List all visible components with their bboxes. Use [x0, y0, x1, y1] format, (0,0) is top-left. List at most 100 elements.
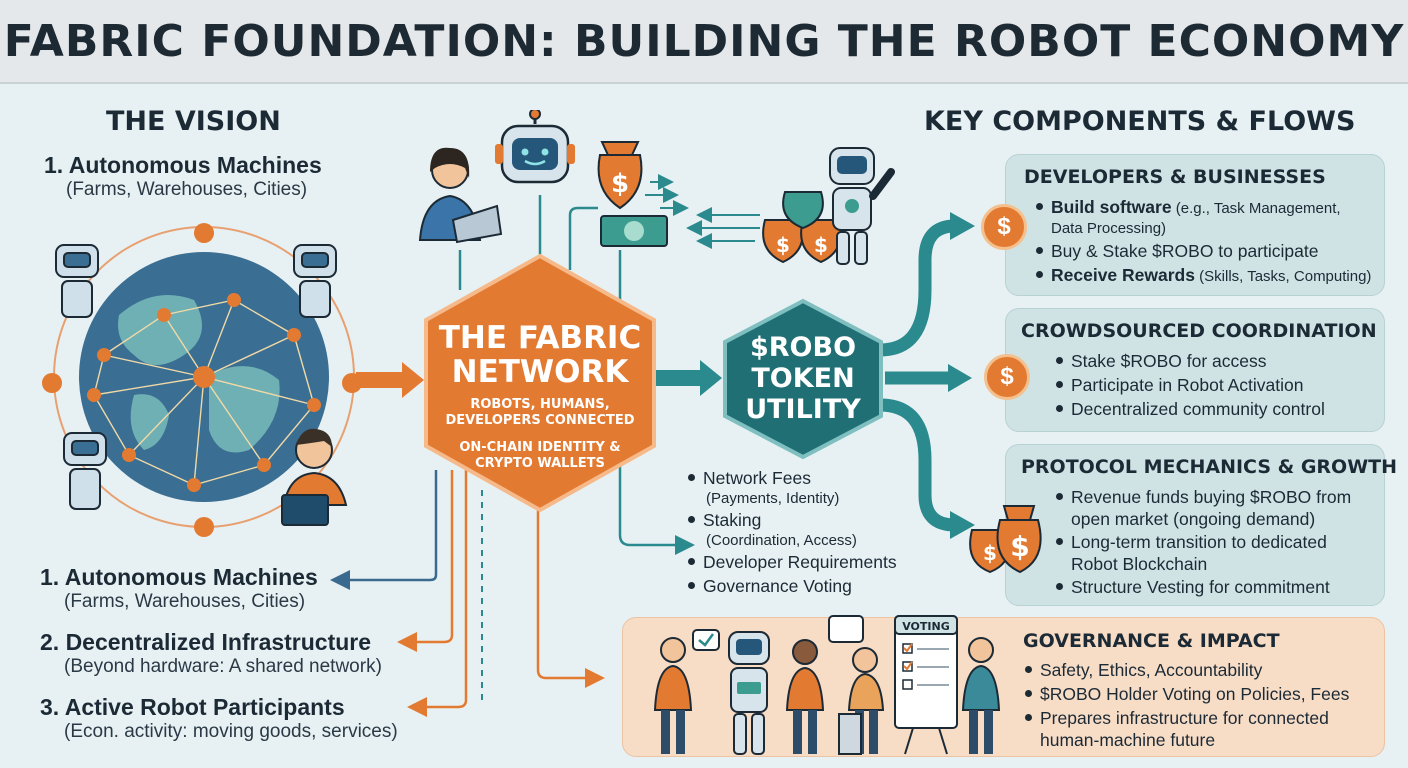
token-use-3: Developer Requirements: [688, 550, 897, 574]
token-line2: TOKEN: [751, 363, 854, 394]
protocol-bullet-1-cont: open market (ongoing demand): [1071, 509, 1316, 529]
protocol-card: PROTOCOL MECHANICS & GROWTH Revenue fund…: [1005, 444, 1397, 606]
governance-bullet-3-text: Prepares infrastructure for connected: [1040, 708, 1329, 728]
crowdsourced-bullet-3-text: Decentralized community control: [1071, 399, 1325, 419]
money-bags-icon: $ $: [762, 191, 842, 264]
crowdsourced-card: CROWDSOURCED COORDINATION Stake $ROBO fo…: [1005, 308, 1385, 432]
money-bag-symbol-1: $: [776, 233, 790, 257]
money-bag-icon: $: [597, 141, 643, 210]
token-use-2-subtitle: (Coordination, Access): [706, 532, 857, 549]
vision-item-2: 2. Decentralized Infrastructure (Beyond …: [40, 629, 382, 678]
money-bag-symbol-2: $: [814, 233, 828, 257]
governance-bullet-1: Safety, Ethics, Accountability: [1025, 658, 1349, 682]
arrow-token-to-uses: [618, 440, 695, 555]
economy-illustrations: $ $ $: [418, 110, 895, 265]
person-icon: [785, 639, 825, 754]
token-use-3-title: Developer Requirements: [703, 552, 897, 572]
money-bag-symbol: $: [611, 169, 629, 199]
arrow-network-to-token: [654, 360, 722, 396]
token-use-1-subtitle: (Payments, Identity): [706, 490, 840, 507]
developers-bullet-2: Buy & Stake $ROBO to participate: [1036, 239, 1371, 263]
fabric-network-hub: THE FABRIC NETWORK ROBOTS, HUMANS, DEVEL…: [424, 253, 656, 513]
network-title-line1: THE FABRIC: [439, 320, 641, 356]
vision-item-3-title: 3. Active Robot Participants: [40, 694, 345, 720]
person-icon: [961, 637, 1001, 754]
governance-bullet-3: Prepares infrastructure for connected: [1025, 706, 1349, 730]
protocol-bag-symbol-1: $: [983, 541, 997, 565]
title-bar: FABRIC FOUNDATION: BUILDING THE ROBOT EC…: [0, 0, 1408, 84]
token-use-4-title: Governance Voting: [703, 576, 852, 596]
developers-bullet-3-main: Receive Rewards: [1051, 265, 1195, 285]
crowdsourced-bullet-1-text: Stake $ROBO for access: [1071, 351, 1267, 371]
token-use-4: Governance Voting: [688, 574, 897, 598]
network-sub2-line1: ON-CHAIN IDENTITY &: [459, 440, 620, 455]
governance-bullet-2: $ROBO Holder Voting on Policies, Fees: [1025, 682, 1349, 706]
arrow-token-to-developers: [879, 219, 956, 357]
network-sub2-line2: CRYPTO WALLETS: [475, 456, 605, 471]
money-bags-icon-protocol: $ $: [969, 505, 1042, 574]
ballot-box-icon: [838, 713, 862, 755]
protocol-bullet-3: Structure Vesting for commitment: [1056, 575, 1351, 599]
crowdsourced-bullet-2: Participate in Robot Activation: [1056, 373, 1325, 397]
governance-bullets: Safety, Ethics, Accountability $ROBO Hol…: [1025, 658, 1349, 750]
governance-card: GOVERNANCE & IMPACT Safety, Ethics, Acco…: [622, 615, 1385, 757]
crowdsourced-bullet-1: Stake $ROBO for access: [1056, 349, 1325, 373]
developers-bullet-3: Receive Rewards (Skills, Tasks, Computin…: [1036, 263, 1371, 289]
vision-top-item-subtitle: (Farms, Warehouses, Cities): [66, 179, 308, 200]
vision-top-item: 1. Autonomous Machines (Farms, Warehouse…: [44, 152, 322, 201]
developers-bullet-1-main: Build software: [1051, 197, 1172, 217]
vision-item-1-subtitle: (Farms, Warehouses, Cities): [64, 591, 306, 612]
vision-item-3: 3. Active Robot Participants (Econ. acti…: [40, 694, 398, 743]
robot-head-icon: [495, 110, 575, 184]
protocol-bag-symbol-2: $: [1010, 530, 1029, 563]
governance-bullet-2-text: $ROBO Holder Voting on Policies, Fees: [1040, 684, 1350, 704]
protocol-bullet-2: Long-term transition to dedicated: [1056, 530, 1351, 554]
robo-token-hub: $ROBO TOKEN UTILITY: [723, 298, 883, 460]
vision-item-1: 1. Autonomous Machines (Farms, Warehouse…: [40, 564, 318, 613]
developers-bullet-1: Build software (e.g., Task Management,: [1036, 195, 1371, 221]
network-title-line2: NETWORK: [452, 354, 630, 390]
developers-bullet-3-rest: (Skills, Tasks, Computing): [1194, 268, 1372, 285]
developer-person-icon: [281, 428, 348, 526]
protocol-bullets: Revenue funds buying $ROBO from open mar…: [1056, 485, 1351, 599]
check-bubble-icon: [692, 629, 720, 651]
arrow-network-to-item2: [397, 470, 454, 652]
protocol-bullet-1: Revenue funds buying $ROBO from: [1056, 485, 1351, 509]
arrow-globe-to-network: [356, 362, 424, 398]
governance-bullet-1-text: Safety, Ethics, Accountability: [1040, 660, 1263, 680]
crowdsourced-bullet-2-text: Participate in Robot Activation: [1071, 375, 1304, 395]
arrow-token-to-protocol: [879, 398, 956, 532]
developers-card-title: DEVELOPERS & BUSINESSES: [1024, 166, 1326, 188]
vision-top-item-title: 1. Autonomous Machines: [44, 152, 322, 178]
token-use-1-title: Network Fees: [703, 468, 811, 488]
protocol-bullet-2-text: Long-term transition to dedicated: [1071, 532, 1327, 552]
coin-icon-crowdsourced: $: [984, 354, 1030, 400]
coin-icon-developers: $: [981, 204, 1027, 250]
woman-laptop-icon: [418, 147, 503, 244]
protocol-bullet-3-text: Structure Vesting for commitment: [1071, 577, 1330, 597]
vision-item-1-title: 1. Autonomous Machines: [40, 564, 318, 590]
arrow-network-to-item1: [330, 470, 438, 590]
crowdsourced-bullets: Stake $ROBO for access Participate in Ro…: [1056, 349, 1325, 421]
developers-bullet-1-cont: Data Processing): [1051, 220, 1167, 237]
governance-bullet-3-cont: human-machine future: [1040, 730, 1216, 750]
vision-heading: THE VISION: [106, 106, 281, 137]
token-uses-list: Network Fees (Payments, Identity) Stakin…: [688, 466, 897, 598]
arrow-network-to-governance: [536, 478, 605, 688]
token-use-2-title: Staking: [703, 510, 762, 530]
protocol-card-title: PROTOCOL MECHANICS & GROWTH: [1021, 456, 1398, 478]
protocol-bullet-1-text: Revenue funds buying $ROBO from: [1071, 487, 1352, 507]
vision-item-2-subtitle: (Beyond hardware: A shared network): [64, 656, 382, 677]
developers-bullets: Build software (e.g., Task Management, D…: [1036, 195, 1371, 289]
waving-robot-icon: [829, 147, 895, 265]
developers-card: DEVELOPERS & BUSINESSES Build software (…: [1005, 154, 1385, 296]
robot-icon: [728, 631, 770, 755]
person-icon: [653, 637, 693, 754]
vision-item-3-subtitle: (Econ. activity: moving goods, services): [64, 721, 398, 742]
token-line3: UTILITY: [745, 394, 861, 425]
banknote-icon: [600, 215, 668, 247]
speech-bubble-icon: [828, 615, 864, 643]
robot-icon: [55, 244, 337, 510]
token-line1: $ROBO: [750, 332, 856, 363]
